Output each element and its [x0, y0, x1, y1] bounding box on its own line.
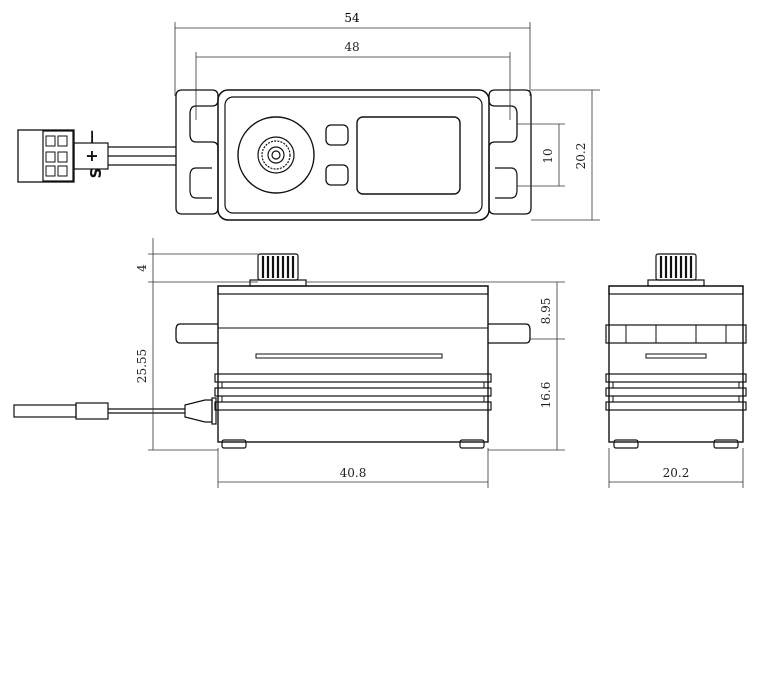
side-view: 20.2 [605, 253, 747, 488]
dim-hole-spacing: 48 [344, 40, 359, 54]
indicator-square-top [325, 124, 349, 146]
dim-top-section: 8.95 [539, 298, 553, 325]
label-window [356, 116, 461, 195]
dim-height-top: 20.2 [574, 143, 588, 170]
dim-slot-width: 10 [541, 148, 555, 163]
dim-side-width: 20.2 [663, 466, 690, 480]
indicator-square-bottom [325, 164, 349, 186]
dim-spline-height: 4 [135, 264, 149, 272]
output-shaft [237, 116, 315, 194]
dim-overall-width: 54 [344, 11, 360, 25]
servo-connector-plug-side [13, 404, 77, 418]
front-view: 4 25.55 8.95 16.6 40.8 [13, 238, 565, 488]
top-view: 54 48 — [17, 11, 600, 221]
dim-lower-section: 16.6 [539, 382, 553, 409]
connector-label-signal: S [87, 168, 105, 179]
connector-label-minus: — [84, 130, 100, 144]
connector-label-plus: + [82, 149, 101, 162]
dim-body-height: 25.55 [135, 349, 149, 383]
dim-body-width: 40.8 [340, 466, 367, 480]
